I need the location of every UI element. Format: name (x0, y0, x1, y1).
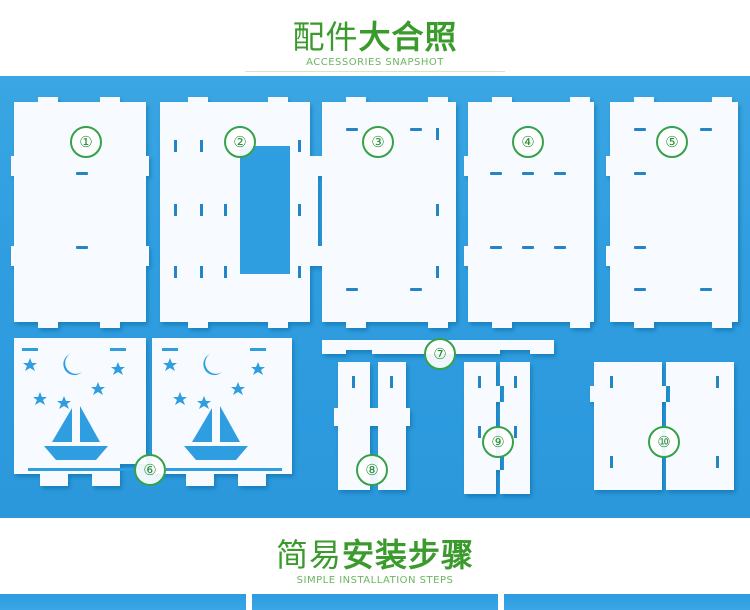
accessories-subtitle: ACCESSORIES SNAPSHOT (306, 57, 444, 68)
panel-1 (11, 97, 149, 328)
part-label-7: ⑦ (424, 338, 456, 370)
panel-10-left (590, 362, 666, 490)
accessories-title-light: 配件 (292, 18, 359, 56)
installation-title-light: 简易 (275, 536, 342, 574)
part-label-4: ④ (512, 126, 544, 158)
installation-title: 简易安装步骤 (0, 536, 750, 574)
boat-moon-cutouts (22, 348, 282, 471)
panel-4 (464, 97, 594, 328)
part-label-3: ③ (362, 126, 394, 158)
install-step-image-2 (252, 594, 498, 610)
part-label-1: ① (70, 126, 102, 158)
cutout-right (162, 348, 282, 471)
installation-subtitle: SIMPLE INSTALLATION STEPS (296, 575, 454, 586)
panel-slots (76, 128, 712, 291)
accessories-title-bold: 大合照 (358, 18, 458, 56)
panel-10-right (666, 362, 734, 490)
accessories-title: 配件大合照 (0, 18, 750, 56)
installation-title-bold: 安装步骤 (342, 536, 475, 574)
small-piece-slots (352, 376, 719, 468)
accessories-header: 配件大合照 ACCESSORIES SNAPSHOT (0, 18, 750, 72)
part-label-5: ⑤ (656, 126, 688, 158)
cutout-left (22, 348, 138, 471)
accessories-photo: ① ② ③ ④ ⑤ ⑥ ⑦ ⑧ ⑨ ⑩ (0, 76, 750, 518)
accessories-subtitle-divider (245, 71, 505, 72)
panel-3 (318, 97, 456, 328)
installation-header: 简易安装步骤 SIMPLE INSTALLATION STEPS (0, 536, 750, 587)
panel-2 (160, 97, 318, 328)
part-label-10: ⑩ (648, 426, 680, 458)
panel-9-left (464, 362, 500, 494)
install-step-image-1 (0, 594, 246, 610)
panel-5 (606, 97, 738, 328)
part-label-2: ② (224, 126, 256, 158)
part-label-8: ⑧ (356, 454, 388, 486)
install-step-image-3 (504, 594, 750, 610)
part-label-9: ⑨ (482, 426, 514, 458)
part-label-6: ⑥ (134, 454, 166, 486)
